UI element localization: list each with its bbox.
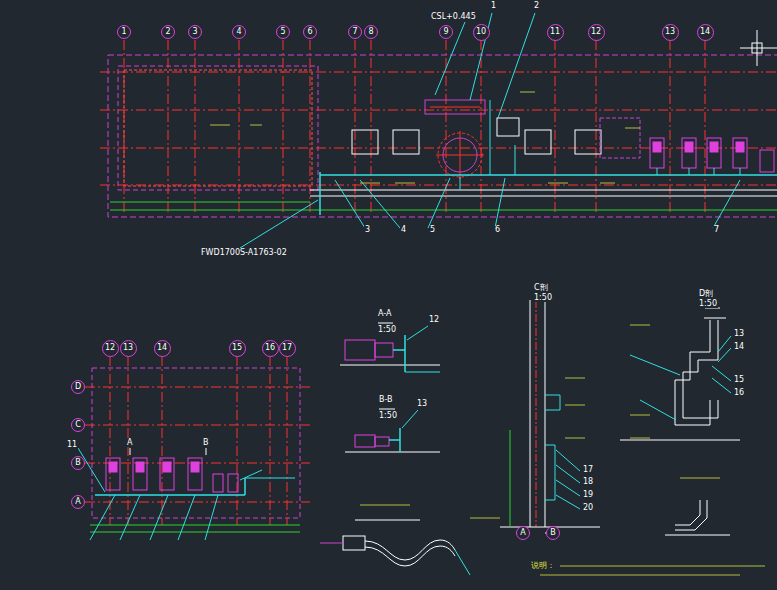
grid-label: 14 xyxy=(157,344,167,352)
callout-label: 13 xyxy=(733,330,745,338)
grid-bubble: 14 xyxy=(154,340,171,357)
grid-bubble: 7 xyxy=(348,25,362,39)
grid-label: 8 xyxy=(368,28,373,36)
callout-label: 12 xyxy=(428,316,440,324)
callout-label: 1:50 xyxy=(377,326,397,334)
grid-bubble: 10 xyxy=(473,24,490,41)
grid-bubble: 13 xyxy=(662,24,679,41)
callout-label: 2 xyxy=(533,2,540,10)
grid-bubble: 14 xyxy=(697,24,714,41)
grid-bubble: 12 xyxy=(102,340,119,357)
callout-label: 7 xyxy=(713,226,720,234)
grid-bubble: 8 xyxy=(364,25,378,39)
grid-bubble: 4 xyxy=(232,25,246,39)
callout-label: B-B xyxy=(378,396,394,404)
grid-label: 16 xyxy=(265,344,275,352)
callout-label: 13 xyxy=(416,400,428,408)
callout-label: 17 xyxy=(582,466,594,474)
grid-label: B xyxy=(550,529,556,537)
grid-bubble: 11 xyxy=(547,24,564,41)
grid-label: C xyxy=(75,421,81,429)
grid-bubble: A xyxy=(516,526,530,540)
grid-label: 15 xyxy=(232,344,242,352)
grid-label: 4 xyxy=(236,28,241,36)
callout-label: A-A xyxy=(377,310,392,318)
grid-bubble: 3 xyxy=(188,25,202,39)
grid-label: 10 xyxy=(476,28,486,36)
grid-label: 14 xyxy=(700,28,710,36)
grid-label: 5 xyxy=(280,28,285,36)
callout-label: 16 xyxy=(733,389,745,397)
grid-label: 17 xyxy=(282,344,292,352)
grid-bubble: B xyxy=(546,526,560,540)
grid-bubble: D xyxy=(71,380,85,394)
callout-label: 4 xyxy=(400,226,407,234)
grid-label: 13 xyxy=(123,344,133,352)
grid-bubble: 13 xyxy=(120,340,137,357)
grid-label: 9 xyxy=(443,28,448,36)
callout-label: 5 xyxy=(429,226,436,234)
grid-label: 12 xyxy=(105,344,115,352)
callout-label: CSL+0.445 xyxy=(430,13,477,21)
grid-bubble: 2 xyxy=(161,25,175,39)
grid-label: 1 xyxy=(121,28,126,36)
grid-label: 11 xyxy=(550,28,560,36)
grid-bubble: 17 xyxy=(279,340,296,357)
grid-label: 7 xyxy=(352,28,357,36)
grid-bubble: C xyxy=(71,418,85,432)
grid-bubble: 6 xyxy=(303,25,317,39)
grid-label: 13 xyxy=(665,28,675,36)
grid-bubble: 9 xyxy=(439,25,453,39)
grid-label: B xyxy=(75,459,81,467)
callout-label: B xyxy=(202,439,210,447)
grid-label: 2 xyxy=(165,28,170,36)
grid-label: A xyxy=(520,529,525,537)
grid-label: 3 xyxy=(192,28,197,36)
grid-bubble: 5 xyxy=(276,25,290,39)
grid-bubble: 12 xyxy=(588,24,605,41)
grid-bubble: B xyxy=(71,456,85,470)
grid-bubble: 16 xyxy=(262,340,279,357)
grid-bubble: A xyxy=(71,495,85,509)
callout-label: 19 xyxy=(582,491,594,499)
callout-label: 11 xyxy=(66,441,78,449)
callout-label: 1:50 xyxy=(378,412,398,420)
grid-bubble: 15 xyxy=(229,340,246,357)
callout-label: A xyxy=(126,439,133,447)
grid-label: D xyxy=(75,383,81,391)
callout-label: 15 xyxy=(733,376,745,384)
callout-label: 1 xyxy=(490,2,497,10)
callout-label: FWD1700S-A1763-02 xyxy=(200,249,288,257)
grid-label: A xyxy=(75,498,80,506)
grid-label: 12 xyxy=(591,28,601,36)
callout-label: 6 xyxy=(494,226,501,234)
callout-label: D剖 xyxy=(698,290,714,298)
grid-label: 6 xyxy=(307,28,312,36)
callout-label: 说明： xyxy=(530,562,556,570)
callout-label: 14 xyxy=(733,343,745,351)
callout-label: C剖 xyxy=(533,284,549,292)
callout-label: 3 xyxy=(364,226,371,234)
grid-bubble: 1 xyxy=(117,25,131,39)
callout-label: 18 xyxy=(582,478,594,486)
callout-label: 1:50 xyxy=(698,300,718,308)
callout-label: 1:50 xyxy=(533,294,553,302)
callout-label: 20 xyxy=(582,504,594,512)
